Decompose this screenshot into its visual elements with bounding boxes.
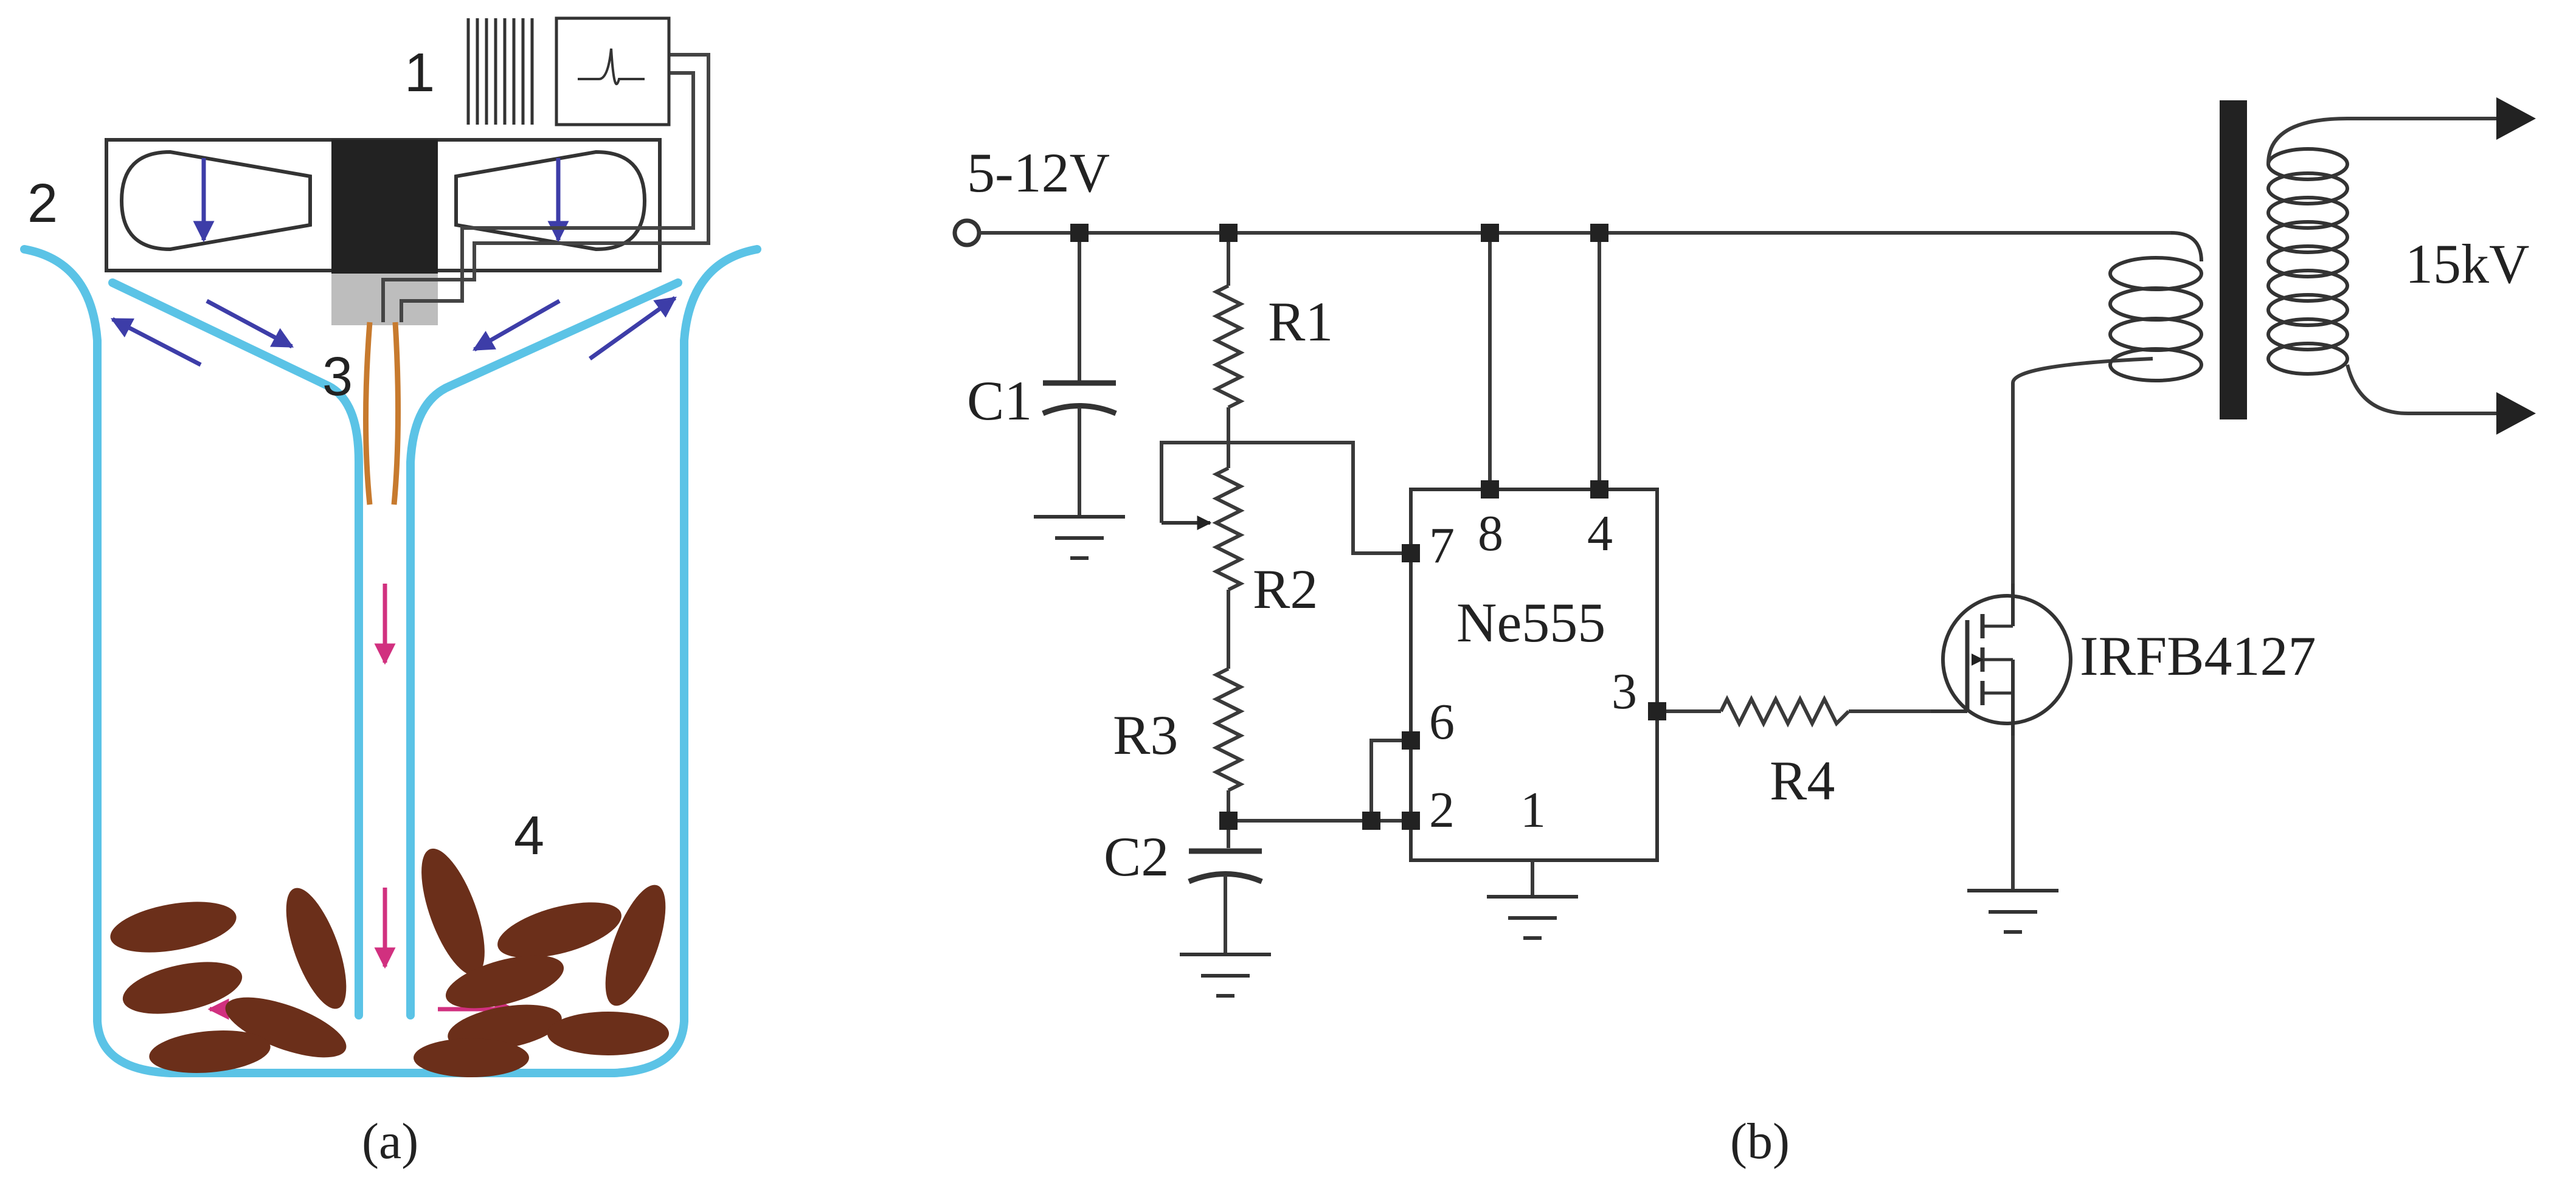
r2-resistor xyxy=(1212,466,1245,592)
label-1: 1 xyxy=(404,43,435,103)
transformer-core xyxy=(2220,100,2247,419)
c2-label: C2 xyxy=(1104,826,1169,888)
r2-label: R2 xyxy=(1253,558,1318,620)
c2-plate-curved xyxy=(1188,871,1263,885)
r2-wiper xyxy=(1160,441,1411,555)
pin-8-label: 8 xyxy=(1478,505,1503,562)
fan-blade-left xyxy=(119,150,312,252)
air-arrow xyxy=(588,296,677,361)
mosfet xyxy=(1931,584,2072,736)
ground-c1 xyxy=(1034,515,1125,560)
bean xyxy=(605,885,666,1006)
bean xyxy=(110,902,237,953)
ground-ic xyxy=(1487,895,1578,940)
bean xyxy=(225,997,347,1058)
c1-plate-curved xyxy=(1042,403,1117,416)
bean xyxy=(414,1038,529,1077)
hv-generator xyxy=(466,16,671,126)
wire xyxy=(2011,357,2153,384)
r1-label: R1 xyxy=(1268,291,1333,353)
generator-wire xyxy=(400,71,695,322)
c1-label: C1 xyxy=(967,370,1032,432)
mosfet-label: IRFB4127 xyxy=(2080,625,2316,687)
pin-7-label: 7 xyxy=(1429,517,1455,574)
supply-label: 5-12V xyxy=(967,142,1110,204)
primary-coil xyxy=(2108,231,2203,382)
label-4: 4 xyxy=(514,806,544,866)
r4-resistor xyxy=(1719,695,1851,728)
panel-a: 1 2 3 4 (a) xyxy=(20,16,761,1170)
air-arrow xyxy=(206,298,294,349)
secondary-coil xyxy=(2266,147,2349,376)
pin-4-label: 4 xyxy=(1587,505,1613,562)
bean xyxy=(421,848,485,976)
r1-resistor xyxy=(1212,284,1245,409)
bean xyxy=(286,888,347,1009)
vessel-outline xyxy=(20,245,761,1077)
pin-1-label: 1 xyxy=(1520,782,1546,838)
label-3: 3 xyxy=(322,347,353,407)
air-arrow xyxy=(110,317,202,367)
output-lead-top xyxy=(2266,117,2496,165)
pin-2-label: 2 xyxy=(1429,782,1455,838)
fan-blade-right xyxy=(454,150,647,252)
generator-wire xyxy=(381,53,710,322)
r4-label: R4 xyxy=(1770,750,1835,812)
pin-6-label: 6 xyxy=(1429,694,1455,750)
air-arrow xyxy=(472,298,561,352)
caption-a: (a) xyxy=(362,1113,418,1170)
ic-label: Ne555 xyxy=(1456,592,1605,654)
supply-terminal xyxy=(952,218,982,247)
output-lead-bottom xyxy=(2346,364,2496,415)
wire xyxy=(1369,739,1411,821)
bean xyxy=(445,955,564,1009)
bean xyxy=(497,902,621,958)
r3-label: R3 xyxy=(1113,704,1178,766)
pin-3-label: 3 xyxy=(1612,663,1637,720)
bean xyxy=(122,962,243,1014)
electrode-left xyxy=(363,322,373,505)
caption-b: (b) xyxy=(1730,1113,1790,1170)
ground-mosfet xyxy=(1967,889,2058,934)
ground-c2 xyxy=(1180,953,1271,998)
bean xyxy=(547,1012,669,1055)
bean xyxy=(149,1030,271,1073)
output-label: 15kV xyxy=(2405,233,2529,295)
electrode-right xyxy=(391,322,401,505)
output-arrow-top xyxy=(2496,97,2536,140)
output-arrow-bottom xyxy=(2496,392,2536,435)
junction-nodes xyxy=(1070,224,1666,830)
label-2: 2 xyxy=(27,173,58,234)
r3-resistor xyxy=(1212,667,1245,792)
panel-b: 5-12V C1 R1 R2 R3 xyxy=(952,97,2536,1170)
funnel xyxy=(108,278,682,1020)
motor-block xyxy=(331,140,438,274)
beans xyxy=(110,848,669,1077)
